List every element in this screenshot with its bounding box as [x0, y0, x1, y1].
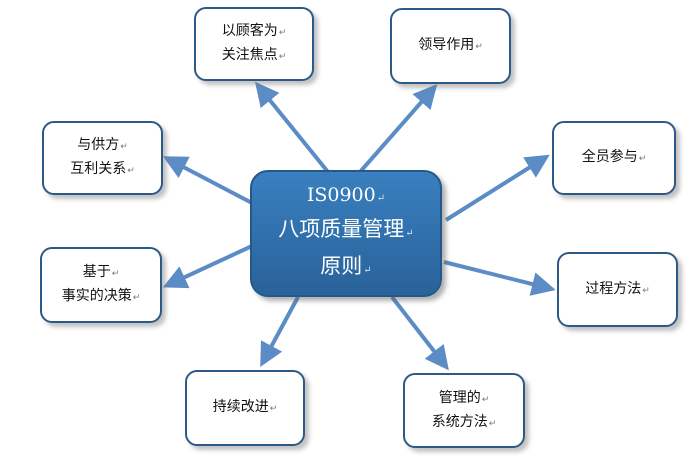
node-label-line-2: 系统方法: [431, 413, 488, 430]
node-label-line-2: 事实的决策: [61, 288, 132, 304]
line-end-mark-icon: ↵: [127, 166, 135, 176]
arrow-to-leadership: [358, 83, 438, 174]
arrow-to-factual-decision: [162, 244, 253, 289]
node-customer-focus: 以顾客为↵ 关注焦点↵: [194, 7, 314, 81]
line-end-mark-icon: ↵: [481, 394, 490, 405]
line-end-mark-icon: ↵: [638, 154, 647, 164]
node-label-line-1: 与供方: [77, 137, 120, 153]
node-involvement: 全员参与↵: [552, 121, 676, 195]
line-end-mark-icon: ↵: [488, 418, 497, 429]
line-end-mark-icon: ↵: [642, 285, 650, 296]
line-end-mark-icon: ↵: [363, 264, 372, 276]
node-label-line-1: 过程方法: [585, 280, 642, 297]
arrow-to-system-approach: [390, 295, 449, 371]
line-end-mark-icon: ↵: [475, 42, 483, 52]
node-supplier-relationship: 与供方↵ 互利关系↵: [42, 121, 163, 195]
node-continual-improvement: 持续改进↵: [185, 370, 305, 446]
line-end-mark-icon: ↵: [278, 52, 287, 62]
node-label-line-1: 领导作用: [418, 37, 475, 53]
line-end-mark-icon: ↵: [278, 28, 287, 38]
node-label-line-1: 基于: [82, 264, 111, 280]
center-line-3: 原则: [320, 253, 363, 278]
arrow-to-customer-focus: [254, 81, 330, 174]
line-end-mark-icon: ↵: [376, 192, 386, 204]
node-system-approach: 管理的↵ 系统方法↵: [403, 373, 525, 448]
node-label-line-1: 以顾客为: [221, 23, 278, 39]
node-factual-decision: 基于↵ 事实的决策↵: [40, 247, 162, 323]
line-end-mark-icon: ↵: [120, 142, 128, 152]
node-process-approach: 过程方法↵: [557, 252, 678, 327]
line-end-mark-icon: ↵: [132, 293, 141, 303]
center-line-2: 八项质量管理: [278, 216, 405, 241]
node-label-line-2: 互利关系: [70, 161, 127, 177]
arrow-to-supplier-relationship: [162, 156, 253, 205]
node-leadership: 领导作用↵: [390, 8, 511, 84]
line-end-mark-icon: ↵: [405, 227, 414, 239]
node-label-line-1: 管理的: [438, 389, 481, 406]
line-end-mark-icon: ↵: [269, 404, 278, 414]
arrow-to-continual-improvement: [260, 296, 300, 368]
node-label-line-1: 持续改进: [212, 399, 269, 415]
line-end-mark-icon: ↵: [111, 269, 120, 279]
node-label-line-2: 关注焦点: [221, 47, 278, 63]
center-node: IS0900↵ 八项质量管理↵ 原则↵: [250, 170, 442, 297]
arrow-to-process-approach: [443, 260, 556, 296]
center-line-1: IS0900: [306, 183, 376, 206]
node-label-line-1: 全员参与: [581, 149, 638, 165]
arrow-to-involvement: [444, 154, 550, 222]
